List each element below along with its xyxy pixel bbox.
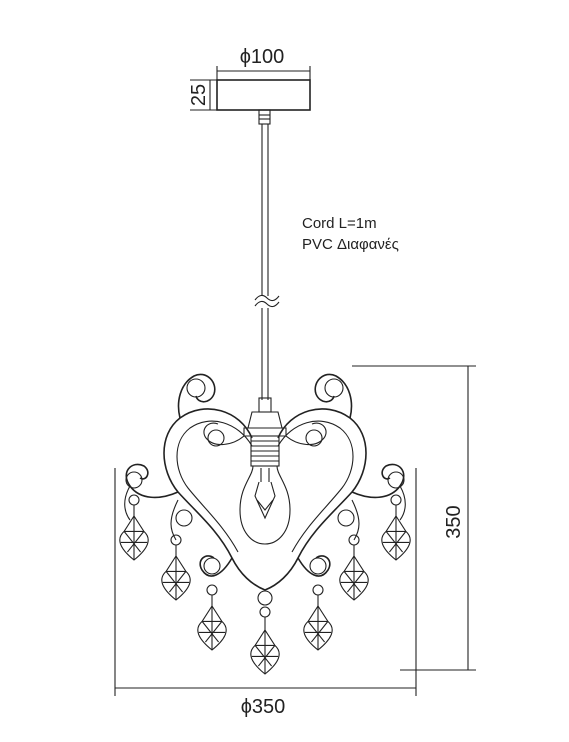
cord-material-note: PVC Διαφανές — [302, 236, 399, 253]
crystal-pendant-icon — [250, 606, 280, 675]
crystal-pendant-icon — [381, 494, 411, 561]
canopy-height-label: 25 — [188, 84, 210, 106]
body-diameter-label: ϕ350 — [241, 696, 286, 718]
light-bulb-icon — [239, 397, 291, 545]
cord — [254, 109, 280, 400]
crystal-pendant-icon — [161, 534, 191, 601]
canopy-diameter-label: ϕ100 — [240, 46, 285, 68]
crystal-pendants — [119, 494, 411, 675]
scroll-ornament-icon — [124, 373, 406, 606]
width-dimension — [114, 468, 417, 696]
height-dimension — [352, 365, 476, 671]
crystal-pendant-icon — [339, 534, 369, 601]
body-height-label: 350 — [443, 505, 465, 538]
crystal-pendant-icon — [303, 584, 333, 651]
cord-length-note: Cord L=1m — [302, 215, 377, 232]
crystal-pendant-icon — [119, 494, 149, 561]
crystal-pendant-icon — [197, 584, 227, 651]
